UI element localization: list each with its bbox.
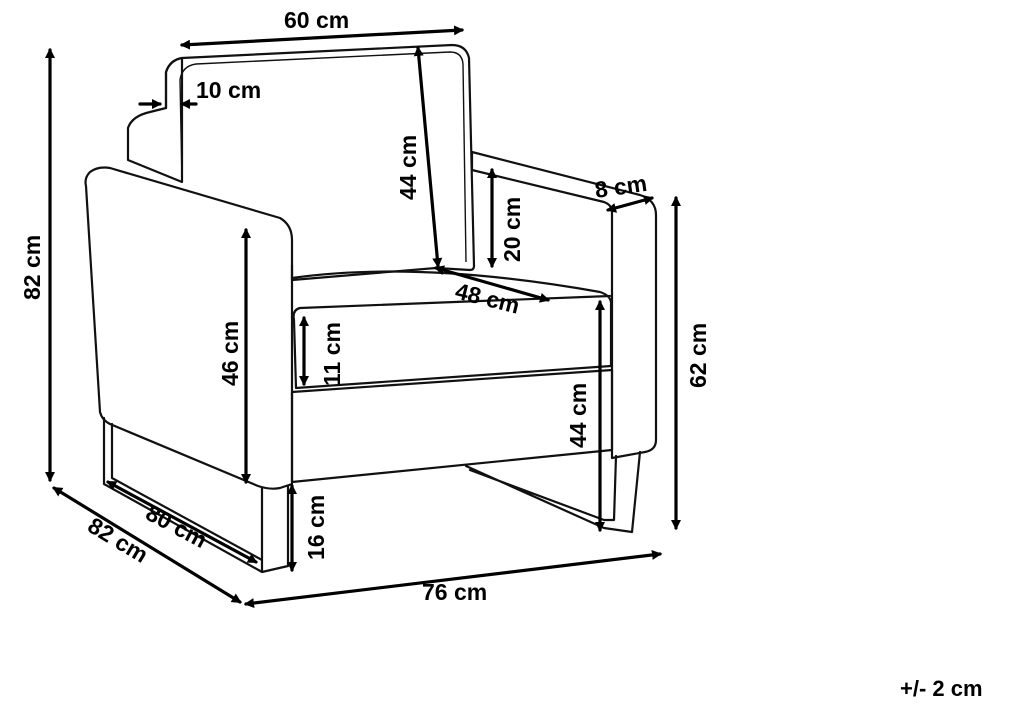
dim-line-back-width: [180, 25, 464, 50]
backrest-inner-panel: [179, 51, 467, 263]
armchair-outline: [84, 43, 658, 574]
label-back-width: 60 cm: [284, 7, 349, 33]
dim-line-overall-width: [244, 549, 662, 609]
dim-line-arm-width: [606, 195, 654, 213]
label-seat-height: 44 cm: [565, 383, 591, 448]
label-cushion-thickness: 11 cm: [319, 322, 345, 386]
label-back-height: 44 cm: [395, 135, 421, 200]
label-arm-width: 8 cm: [593, 170, 649, 203]
seat-cushion: [290, 270, 613, 390]
dim-line-back-height: [413, 46, 443, 268]
label-overall-height: 82 cm: [19, 235, 45, 300]
label-leg-height: 16 cm: [303, 495, 329, 560]
dim-line-arm-depth: [106, 480, 258, 564]
label-arm-height: 46 cm: [217, 321, 243, 386]
label-overall-width: 76 cm: [422, 579, 487, 605]
dim-line-seat-depth: [434, 265, 550, 303]
label-seat-depth: 48 cm: [453, 278, 523, 319]
label-backrest-thickness: 10 cm: [196, 77, 261, 103]
label-side-height: 62 cm: [685, 323, 711, 388]
left-armrest: [84, 166, 294, 490]
back-sled-leg: [464, 450, 642, 534]
tolerance-note: +/- 2 cm: [900, 676, 983, 701]
dimension-lines: [45, 25, 681, 609]
label-arm-height-above-seat: 20 cm: [499, 197, 525, 262]
backrest-frame: [126, 56, 184, 184]
